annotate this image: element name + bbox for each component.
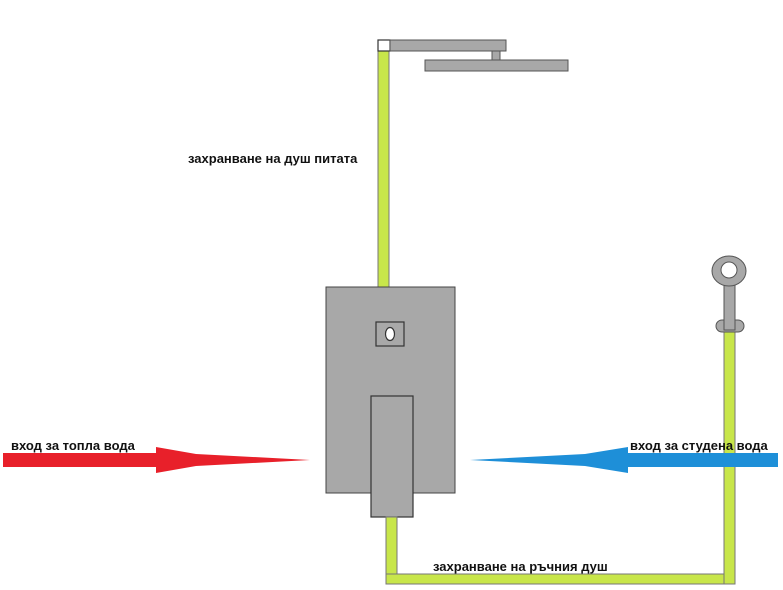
hand-shower-pipe-horizontal xyxy=(385,573,736,585)
hot-water-arrow xyxy=(3,447,310,473)
hot-water-inlet-label: вход за топла вода xyxy=(11,438,135,453)
diverter-knob-center xyxy=(384,326,396,342)
mixer-lever xyxy=(370,395,414,518)
hand-shower-handle xyxy=(723,281,736,331)
shower-head-supply-label: захранване на душ питата xyxy=(188,151,358,166)
hand-shower-supply-label: захранване на ръчния душ xyxy=(433,559,608,574)
shower-arm-elbow xyxy=(377,39,391,52)
shower-head-supply-pipe xyxy=(377,48,390,288)
hand-shower-pipe-down xyxy=(385,516,398,584)
hand-shower-head-face xyxy=(720,261,738,279)
shower-arm xyxy=(389,39,507,52)
cold-water-inlet-label: вход за студена вода xyxy=(630,438,768,453)
cold-water-arrow xyxy=(470,447,778,473)
rain-shower-head xyxy=(424,59,569,72)
shower-head-stem xyxy=(491,50,501,61)
